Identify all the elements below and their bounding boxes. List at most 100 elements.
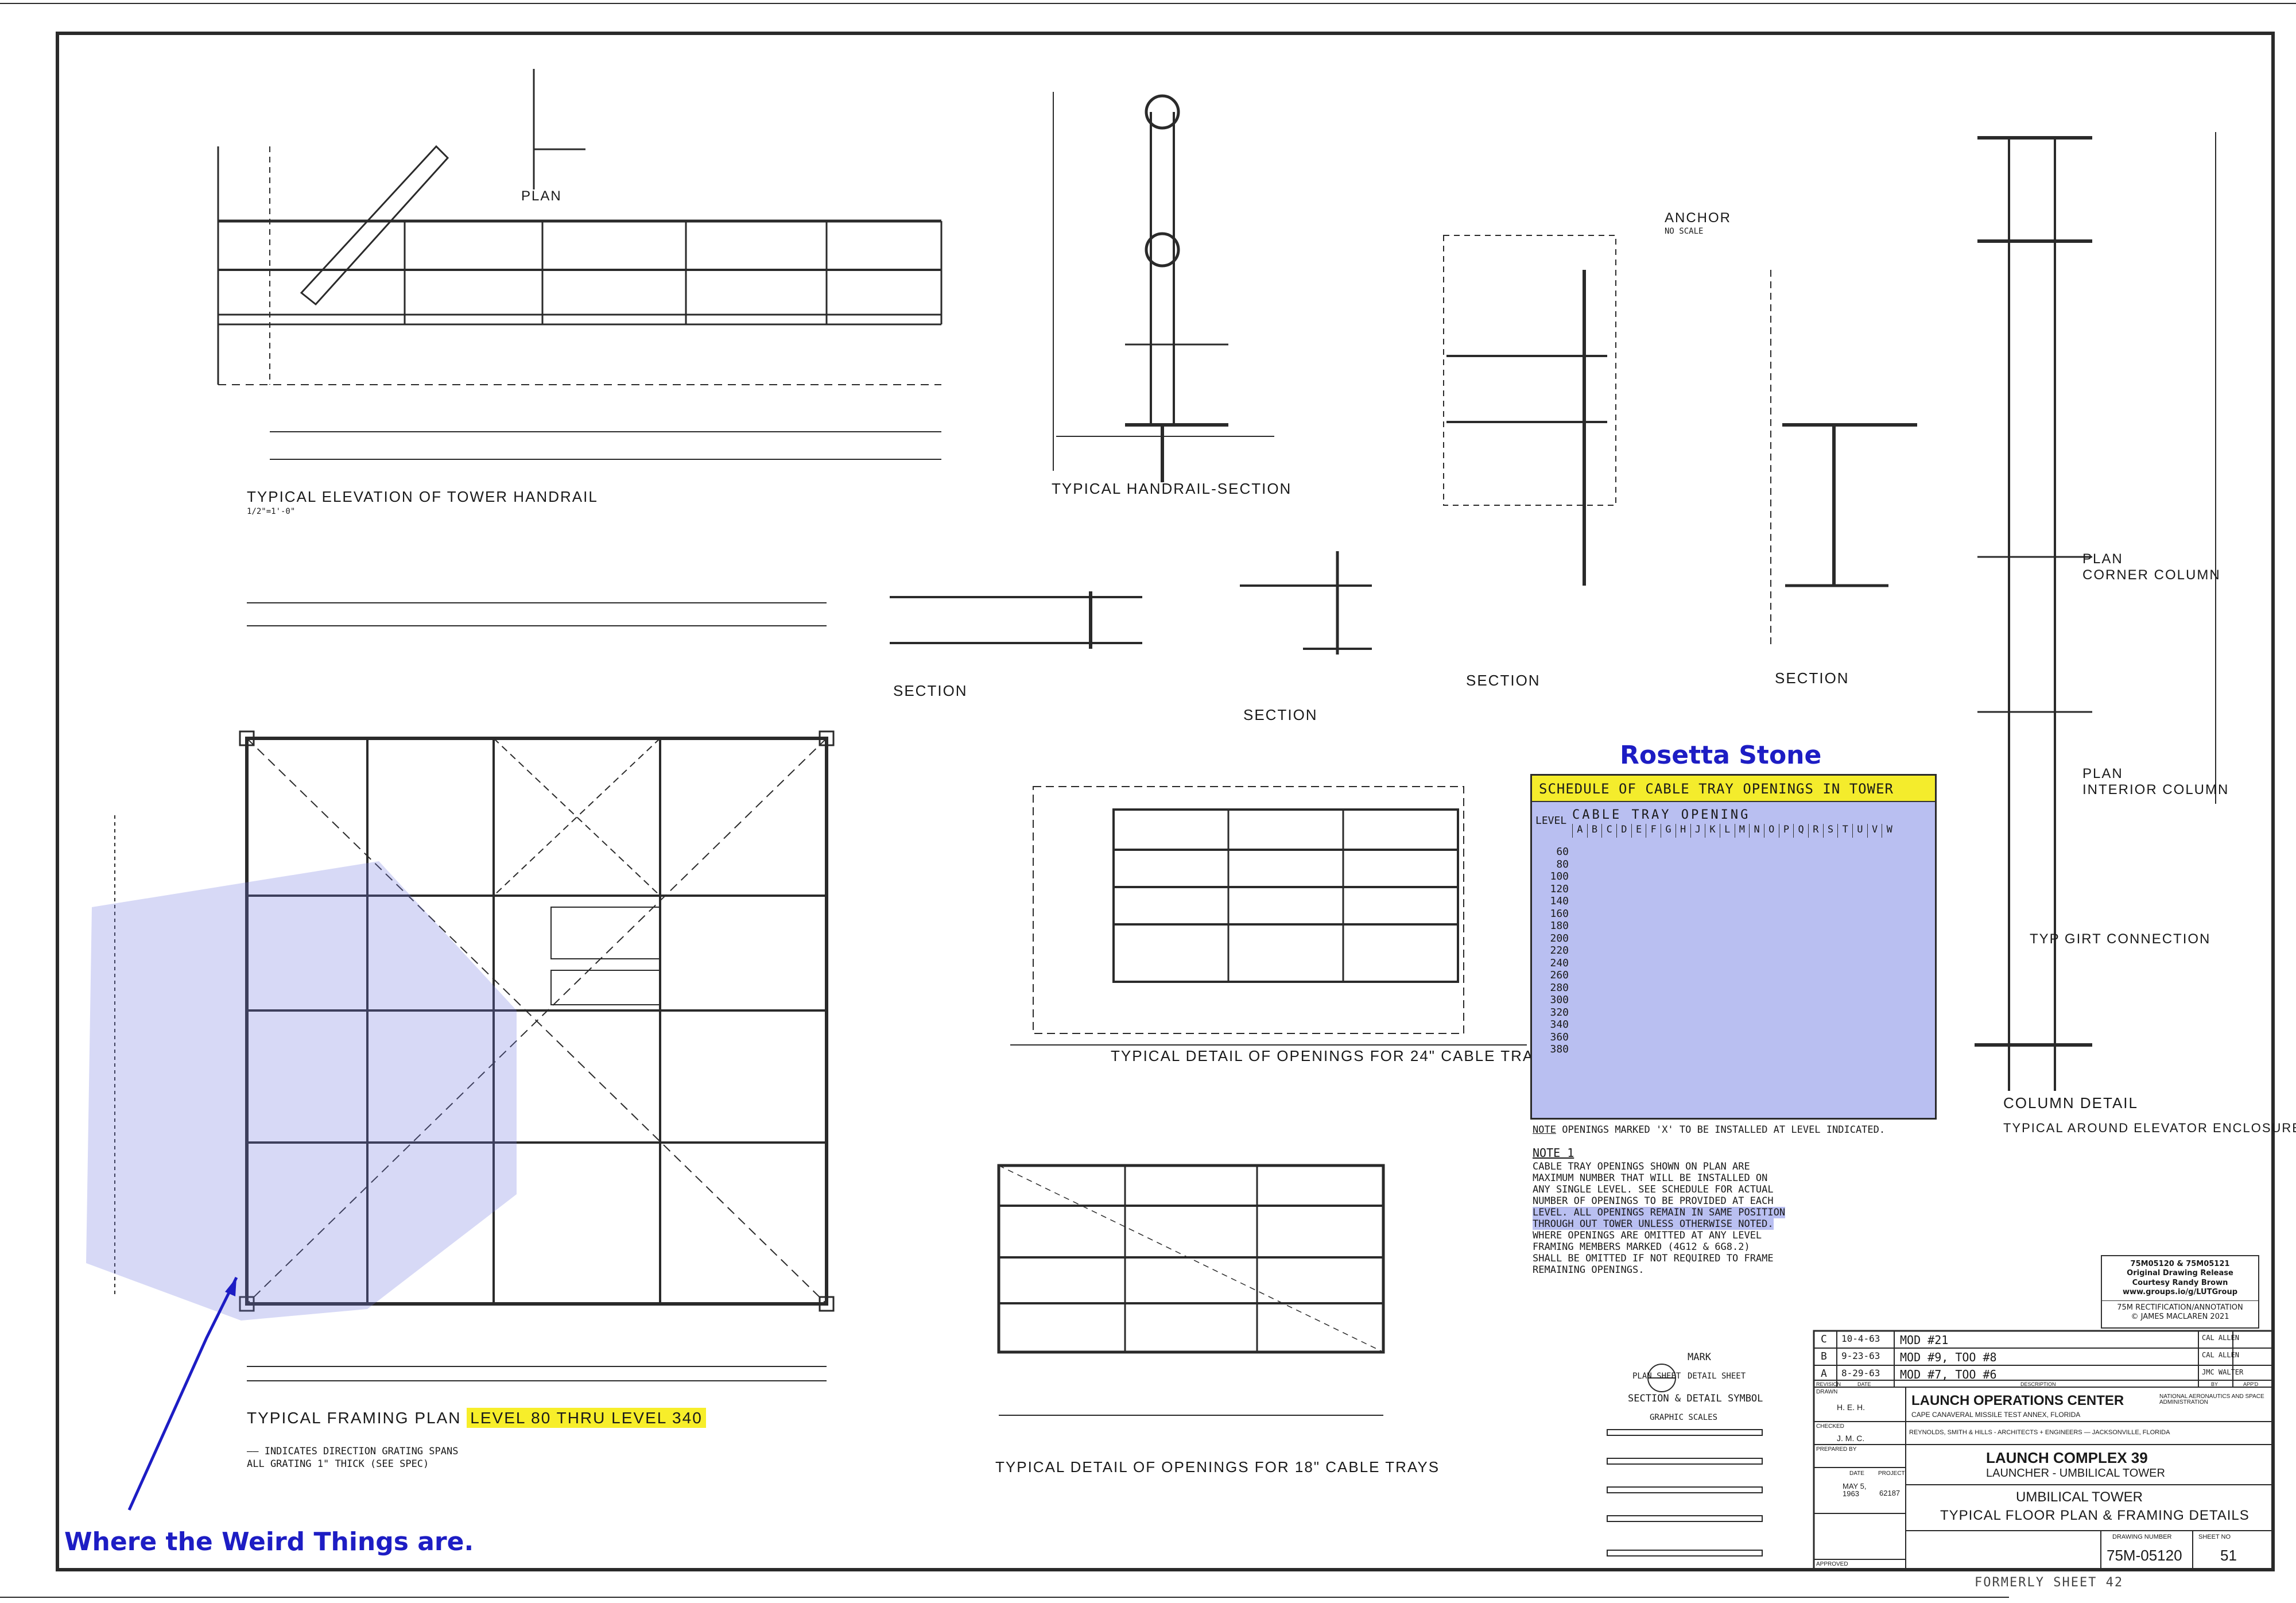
schedule-column-header: K — [1705, 824, 1720, 838]
framing-note-1: —— INDICATES DIRECTION GRATING SPANS — [247, 1446, 459, 1457]
framing-plan-title: TYPICAL FRAMING PLAN LEVEL 80 THRU LEVEL… — [247, 1408, 706, 1428]
weird-things-pointer-head — [225, 1277, 236, 1296]
tb-subproject: LAUNCHER - UMBILICAL TOWER — [1986, 1467, 2165, 1480]
schedule-level: 380 — [1550, 1043, 1569, 1055]
tb-date: MAY 5, 1963 — [1843, 1482, 1867, 1498]
schedule-column-header: N — [1749, 824, 1764, 838]
tb-project: LAUNCH COMPLEX 39 — [1986, 1449, 2148, 1466]
detail-18-title: TYPICAL DETAIL OF OPENINGS FOR 18" CABLE… — [995, 1458, 1440, 1476]
section-f-title: SECTION — [893, 682, 968, 699]
note1-line: WHERE OPENINGS ARE OMITTED AT ANY LEVEL — [1533, 1230, 1762, 1241]
highlight-wash — [86, 861, 517, 1321]
section-g-title: SECTION — [1243, 706, 1318, 723]
revision-header-desc: DESCRIPTION — [2020, 1381, 2056, 1387]
revision-header-appd: APP'D — [2243, 1381, 2259, 1387]
schedule-column-header: A — [1572, 824, 1587, 838]
tb-sheet-label: SHEET NO — [2198, 1534, 2231, 1540]
handrail-section-drawing — [1053, 92, 1274, 482]
handrail-section-title: TYPICAL HANDRAIL-SECTION — [1052, 480, 1292, 497]
schedule-column-header: U — [1852, 824, 1867, 838]
revision-letter: B — [1821, 1350, 1827, 1362]
plan-corner-title: PLAN — [2082, 551, 2123, 567]
plan-sheet-label: PLAN SHEET — [1632, 1372, 1681, 1381]
schedule-level: 80 — [1556, 858, 1569, 870]
tb-checked: J. M. C. — [1837, 1434, 1865, 1443]
plan-interior-title: PLAN — [2082, 766, 2123, 781]
section-symbol-title: SECTION & DETAIL SYMBOL — [1628, 1393, 1763, 1404]
tb-drawing-number-label: DRAWING NUMBER — [2112, 1534, 2172, 1540]
schedule-level: 120 — [1550, 882, 1569, 895]
credit-line-3: Courtesy Randy Brown — [2132, 1278, 2228, 1287]
tb-approved-label: APPROVED — [1816, 1561, 1848, 1567]
schedule-level: 240 — [1550, 957, 1569, 969]
revision-description: MOD #7, TOO #6 — [1900, 1368, 1997, 1381]
note1-line: THROUGH OUT TOWER UNLESS OTHERWISE NOTED… — [1533, 1218, 1774, 1230]
schedule-subtitle: CABLE TRAY OPENING — [1572, 808, 1751, 822]
detail-18-drawing — [997, 1164, 1385, 1416]
schedule-column-header: F — [1646, 824, 1661, 838]
schedule-level: 260 — [1550, 969, 1569, 981]
schedule-column-header: J — [1690, 824, 1705, 838]
schedule-column-header: L — [1719, 824, 1735, 838]
credit-box: 75M05120 & 75M05121 Original Drawing Rel… — [2101, 1255, 2259, 1329]
elevation-handrail-drawing — [217, 69, 943, 460]
tb-drawn: H. E. H. — [1837, 1403, 1865, 1412]
anchor-scale: NO SCALE — [1665, 227, 1704, 236]
section-d-title: SECTION — [1775, 669, 1849, 687]
schedule-note-text: OPENINGS MARKED 'X' TO BE INSTALLED AT L… — [1562, 1124, 1886, 1136]
revision-description: MOD #21 — [1900, 1333, 1949, 1347]
credit-line-6: © JAMES MACLAREN 2021 — [2131, 1312, 2229, 1322]
schedule-column-header: B — [1587, 824, 1602, 838]
tb-drawn-label: DRAWN — [1816, 1389, 1838, 1395]
schedule-level: 360 — [1550, 1031, 1569, 1043]
tb-title-2: TYPICAL FLOOR PLAN & FRAMING DETAILS — [1940, 1508, 2250, 1523]
schedule-note1-label: NOTE 1 — [1533, 1146, 1574, 1160]
graphic-scales-title: GRAPHIC SCALES — [1650, 1413, 1718, 1422]
schedule-note: NOTE OPENINGS MARKED 'X' TO BE INSTALLED… — [1533, 1125, 1885, 1135]
schedule-level: 180 — [1550, 920, 1569, 932]
tb-location: CAPE CANAVERAL MISSILE TEST ANNEX, FLORI… — [1911, 1411, 2081, 1419]
framing-plan-drawing — [114, 602, 835, 1381]
schedule-column-header: O — [1763, 824, 1779, 838]
revision-date: 8-29-63 — [1841, 1368, 1880, 1379]
note1-line: NUMBER OF OPENINGS TO BE PROVIDED AT EAC… — [1533, 1195, 1774, 1207]
schedule-level: 280 — [1550, 981, 1569, 994]
tb-project-no: 62187 — [1879, 1489, 1901, 1497]
framing-plan-levels: LEVEL 80 THRU LEVEL 340 — [467, 1408, 706, 1428]
plan-label: PLAN — [521, 188, 562, 204]
rosetta-stone-callout: Rosetta Stone — [1620, 741, 1822, 770]
framing-note-2: ALL GRATING 1" THICK (SEE SPEC) — [247, 1458, 429, 1470]
section-c-d-drawing — [1443, 132, 2216, 1091]
plan-interior-subtitle: INTERIOR COLUMN — [2082, 782, 2229, 797]
schedule-column-header: R — [1808, 824, 1823, 838]
note1-line: CABLE TRAY OPENINGS SHOWN ON PLAN ARE — [1533, 1161, 1750, 1172]
column-detail-title: COLUMN DETAIL — [2003, 1094, 2138, 1112]
note1-line: FRAMING MEMBERS MARKED (4G12 & 6G8.2) — [1533, 1241, 1750, 1253]
tb-drawing-number: 75M-05120 — [2107, 1547, 2182, 1564]
credit-line-2: Original Drawing Release — [2127, 1269, 2233, 1278]
schedule-level: 200 — [1550, 932, 1569, 944]
revision-by: CAL ALLEN — [2202, 1334, 2240, 1342]
schedule-column-header: C — [1601, 824, 1616, 838]
revision-header-by: BY — [2211, 1381, 2219, 1387]
tb-title-1: UMBILICAL TOWER — [2016, 1489, 2143, 1505]
detail-24-title: TYPICAL DETAIL OF OPENINGS FOR 24" CABLE… — [1111, 1047, 1556, 1064]
elevation-title: TYPICAL ELEVATION OF TOWER HANDRAIL — [247, 488, 598, 505]
schedule-level: 100 — [1550, 870, 1569, 882]
cable-tray-schedule: SCHEDULE OF CABLE TRAY OPENINGS IN TOWER… — [1530, 774, 1937, 1120]
schedule-column-header: S — [1822, 824, 1838, 838]
tb-checked-label: CHECKED — [1816, 1423, 1844, 1430]
note1-line: REMAINING OPENINGS. — [1533, 1264, 1645, 1276]
plan-corner-subtitle: CORNER COLUMN — [2082, 567, 2221, 583]
column-detail-subtitle: TYPICAL AROUND ELEVATOR ENCLOSURE — [2003, 1121, 2296, 1135]
tb-agency: NATIONAL AERONAUTICS AND SPACE ADMINISTR… — [2159, 1393, 2264, 1405]
schedule-column-header: H — [1675, 824, 1690, 838]
schedule-column-header: M — [1734, 824, 1750, 838]
schedule-column-header: E — [1631, 824, 1646, 838]
schedule-level: 140 — [1550, 895, 1569, 907]
revision-letter: A — [1821, 1368, 1827, 1380]
